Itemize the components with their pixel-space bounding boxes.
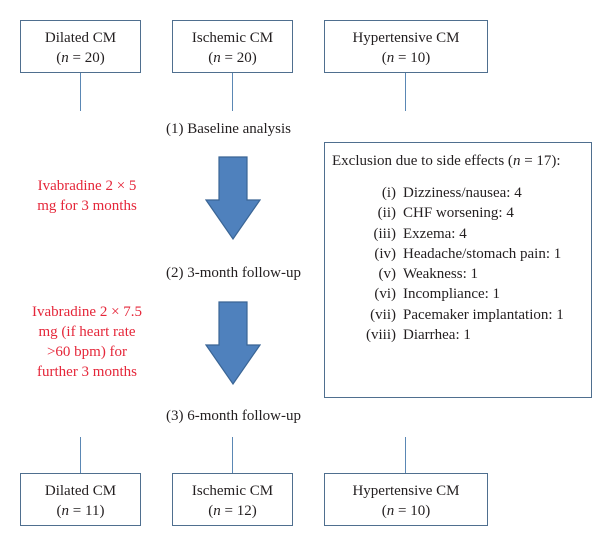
- group-name: Ischemic CM: [191, 483, 274, 499]
- dosing-line: further 3 months: [37, 364, 137, 380]
- exclusion-box: Exclusion due to side effects (n = 17): …: [324, 142, 592, 398]
- dosing-line: Ivabradine 2 × 7.5: [31, 304, 143, 320]
- step-3-month-followup: (2) 3-month follow-up: [166, 265, 301, 281]
- group-name: Hypertensive CM: [352, 30, 460, 46]
- bottom-connector-dilated: [80, 437, 81, 473]
- top-connector-hypertensive: [405, 73, 406, 111]
- exclusion-item: (vi)Incompliance: 1: [374, 286, 501, 303]
- bottom-group-box-dilated: Dilated CM (n = 11): [20, 473, 141, 526]
- dosing-line: Ivabradine 2 × 5: [37, 178, 137, 194]
- bottom-connector-hypertensive: [405, 437, 406, 473]
- group-name: Dilated CM: [44, 483, 117, 499]
- group-name: Hypertensive CM: [352, 483, 460, 499]
- group-count: (n = 20): [208, 50, 257, 66]
- exclusion-item: (viii)Diarrhea: 1: [366, 327, 471, 344]
- group-name: Ischemic CM: [191, 30, 274, 46]
- top-group-box-hypertensive: Hypertensive CM (n = 10): [324, 20, 488, 73]
- step-6-month-followup: (3) 6-month follow-up: [166, 408, 301, 424]
- top-connector-dilated: [80, 73, 81, 111]
- group-count: (n = 20): [56, 50, 105, 66]
- top-connector-ischemic: [232, 73, 233, 111]
- exclusion-list: (i)Dizziness/nausea: 4 (ii)CHF worsening…: [325, 183, 591, 345]
- exclusion-item: (vii)Pacemaker implantation: 1: [370, 306, 564, 323]
- group-count: (n = 12): [208, 503, 257, 519]
- down-arrow-icon: [205, 301, 261, 385]
- exclusion-item: (v)Weakness: 1: [378, 266, 479, 283]
- down-arrow-icon: [205, 156, 261, 240]
- dosing-line: >60 bpm) for: [46, 344, 128, 360]
- top-group-box-dilated: Dilated CM (n = 20): [20, 20, 141, 73]
- group-count: (n = 11): [56, 503, 105, 519]
- dosing-line: mg for 3 months: [37, 198, 137, 214]
- dosing-first-phase: Ivabradine 2 × 5 mg for 3 months: [14, 176, 160, 216]
- group-count: (n = 10): [381, 503, 431, 519]
- exclusion-title: Exclusion due to side effects (n = 17):: [332, 153, 561, 169]
- group-name: Dilated CM: [44, 30, 117, 46]
- exclusion-item: (iii)Exzema: 4: [373, 225, 467, 242]
- dosing-second-phase: Ivabradine 2 × 7.5 mg (if heart rate >60…: [8, 302, 166, 382]
- exclusion-item: (iv)Headache/stomach pain: 1: [374, 245, 562, 262]
- bottom-group-box-hypertensive: Hypertensive CM (n = 10): [324, 473, 488, 526]
- dosing-line: mg (if heart rate: [38, 324, 136, 340]
- exclusion-item: (i)Dizziness/nausea: 4: [381, 185, 522, 201]
- bottom-connector-ischemic: [232, 437, 233, 473]
- step-baseline: (1) Baseline analysis: [166, 121, 291, 137]
- exclusion-item: (ii)CHF worsening: 4: [377, 205, 514, 222]
- group-count: (n = 10): [381, 50, 431, 66]
- bottom-group-box-ischemic: Ischemic CM (n = 12): [172, 473, 293, 526]
- top-group-box-ischemic: Ischemic CM (n = 20): [172, 20, 293, 73]
